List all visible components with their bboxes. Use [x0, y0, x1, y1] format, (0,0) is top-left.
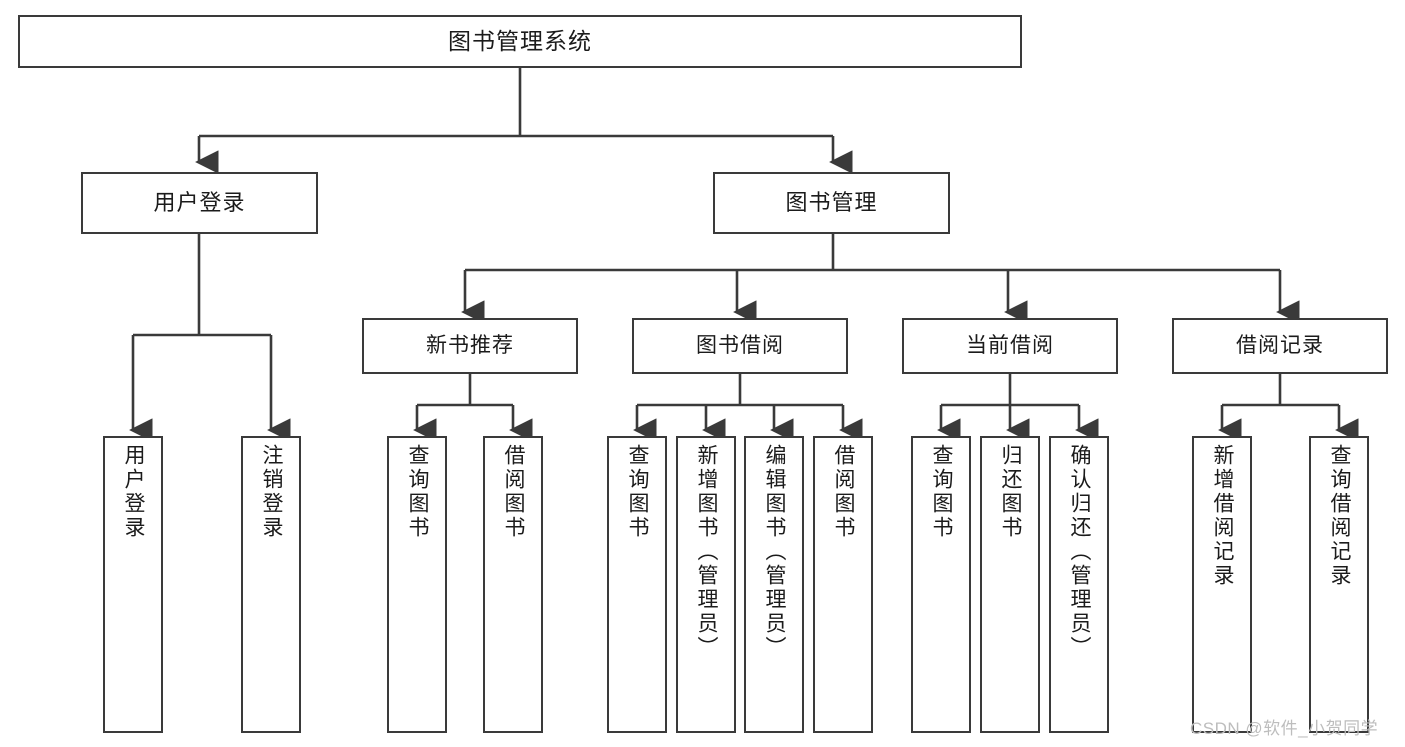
leaf-query-borrow-record-label: 查询借阅记录 [1328, 444, 1352, 588]
leaf-query-book-borrow[interactable]: 查询图书 [607, 436, 667, 733]
leaf-add-borrow-record-label: 新增借阅记录 [1211, 444, 1235, 588]
node-borrow-record[interactable]: 借阅记录 [1172, 318, 1388, 374]
leaf-query-book-current[interactable]: 查询图书 [911, 436, 971, 733]
leaf-user-login-label: 用户登录 [122, 444, 146, 540]
leaf-query-borrow-record[interactable]: 查询借阅记录 [1309, 436, 1369, 733]
node-book-management-label: 图书管理 [785, 190, 878, 216]
node-current-borrow[interactable]: 当前借阅 [902, 318, 1118, 374]
node-user-login-label: 用户登录 [153, 190, 246, 216]
node-root[interactable]: 图书管理系统 [18, 15, 1022, 68]
node-book-borrow[interactable]: 图书借阅 [632, 318, 848, 374]
leaf-borrow-book-newbook[interactable]: 借阅图书 [483, 436, 543, 733]
leaf-borrow-book-newbook-label: 借阅图书 [502, 444, 526, 540]
node-user-login[interactable]: 用户登录 [81, 172, 318, 234]
leaf-edit-book-admin-label: 编辑图书（管理员） [763, 444, 787, 660]
leaf-add-book-admin[interactable]: 新增图书（管理员） [676, 436, 736, 733]
node-borrow-record-label: 借阅记录 [1236, 333, 1324, 357]
leaf-logout-label: 注销登录 [260, 444, 284, 540]
node-new-book-recommend[interactable]: 新书推荐 [362, 318, 578, 374]
leaf-logout[interactable]: 注销登录 [241, 436, 301, 733]
leaf-borrow-book[interactable]: 借阅图书 [813, 436, 873, 733]
leaf-query-book-current-label: 查询图书 [930, 444, 954, 540]
leaf-query-book-newbook-label: 查询图书 [406, 444, 430, 540]
leaf-confirm-return-admin-label: 确认归还（管理员） [1068, 444, 1092, 660]
leaf-user-login[interactable]: 用户登录 [103, 436, 163, 733]
leaf-confirm-return-admin[interactable]: 确认归还（管理员） [1049, 436, 1109, 733]
leaf-edit-book-admin[interactable]: 编辑图书（管理员） [744, 436, 804, 733]
leaf-query-book-newbook[interactable]: 查询图书 [387, 436, 447, 733]
leaf-return-book[interactable]: 归还图书 [980, 436, 1040, 733]
node-book-borrow-label: 图书借阅 [696, 333, 784, 357]
leaf-return-book-label: 归还图书 [999, 444, 1023, 540]
node-book-management[interactable]: 图书管理 [713, 172, 950, 234]
leaf-borrow-book-label: 借阅图书 [832, 444, 856, 540]
node-new-book-recommend-label: 新书推荐 [426, 333, 514, 357]
node-root-label: 图书管理系统 [448, 28, 592, 55]
leaf-query-book-borrow-label: 查询图书 [626, 444, 650, 540]
leaf-add-book-admin-label: 新增图书（管理员） [695, 444, 719, 660]
node-current-borrow-label: 当前借阅 [966, 333, 1054, 357]
leaf-add-borrow-record[interactable]: 新增借阅记录 [1192, 436, 1252, 733]
